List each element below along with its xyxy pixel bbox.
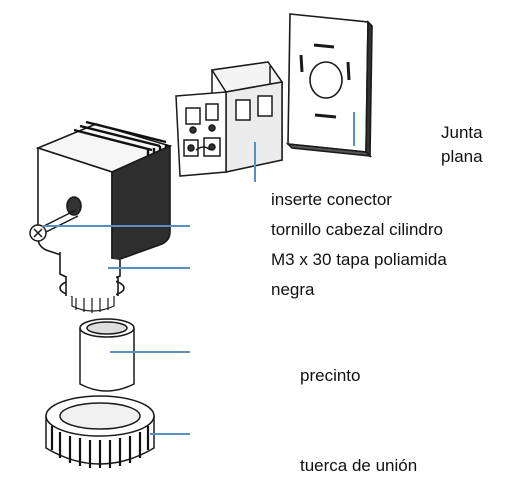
label-insert: inserte conector [271,190,392,209]
housing-cap [35,120,173,313]
label-nut: tuerca de unión [300,456,418,475]
label-screw-line2: M3 x 30 tapa poliamida [271,250,447,269]
label-screw-line1: tornillo cabezal cilindro [271,220,443,239]
thread-stub [71,296,115,313]
label-seal: precinto [300,366,361,385]
union-nut [45,395,155,468]
leader-lines [42,112,355,435]
seal-sleeve [79,318,135,392]
label-screw-line3: negra [271,280,315,299]
label-gasket-line2: plana [441,147,483,166]
label-gasket-line1: Junta [441,123,483,142]
connector-insert [175,61,284,177]
flat-gasket [285,13,373,158]
